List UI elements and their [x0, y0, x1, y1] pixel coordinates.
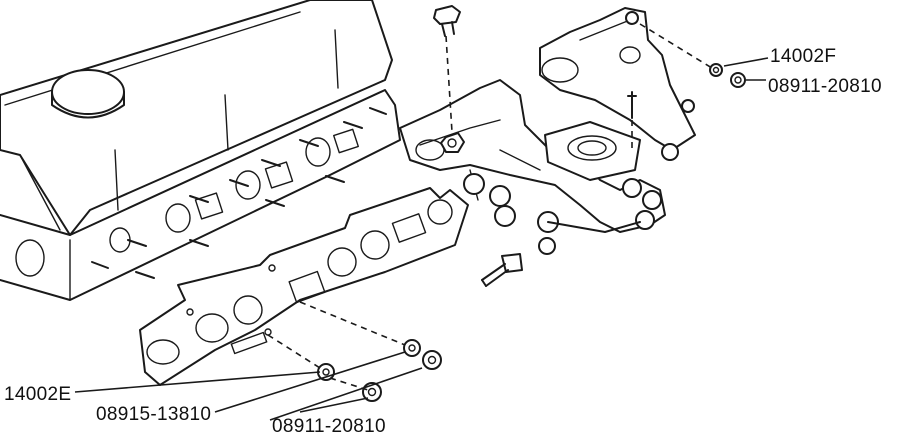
part-label-14002f: 14002F: [770, 46, 836, 67]
cylinder-head-assembly: [0, 0, 401, 301]
nut-08911-20810-upper-part: [730, 72, 746, 88]
nut-08911-20810-lower-part: [362, 350, 442, 402]
manifold-gasket: [139, 187, 469, 386]
intake-nut: [440, 132, 465, 153]
part-label-08911-20810-lower: 08911-20810: [272, 416, 386, 437]
washer-08915-13810-part: [403, 339, 421, 357]
part-label-14002e: 14002E: [4, 384, 71, 405]
head-studs: [91, 107, 387, 279]
carburetor-flange: [544, 121, 641, 181]
top-bolt: [433, 5, 461, 37]
leader-lines: [74, 57, 769, 421]
exhaust-manifold: [539, 7, 696, 161]
intake-manifold: [399, 79, 666, 255]
part-label-08915-13810: 08915-13810: [96, 404, 211, 425]
part-label-08911-20810-upper: 08911-20810: [768, 76, 882, 97]
oil-filler-cap: [51, 69, 125, 119]
water-outlet-bolt: [481, 253, 523, 287]
gasket-14002F-part: [709, 63, 723, 77]
